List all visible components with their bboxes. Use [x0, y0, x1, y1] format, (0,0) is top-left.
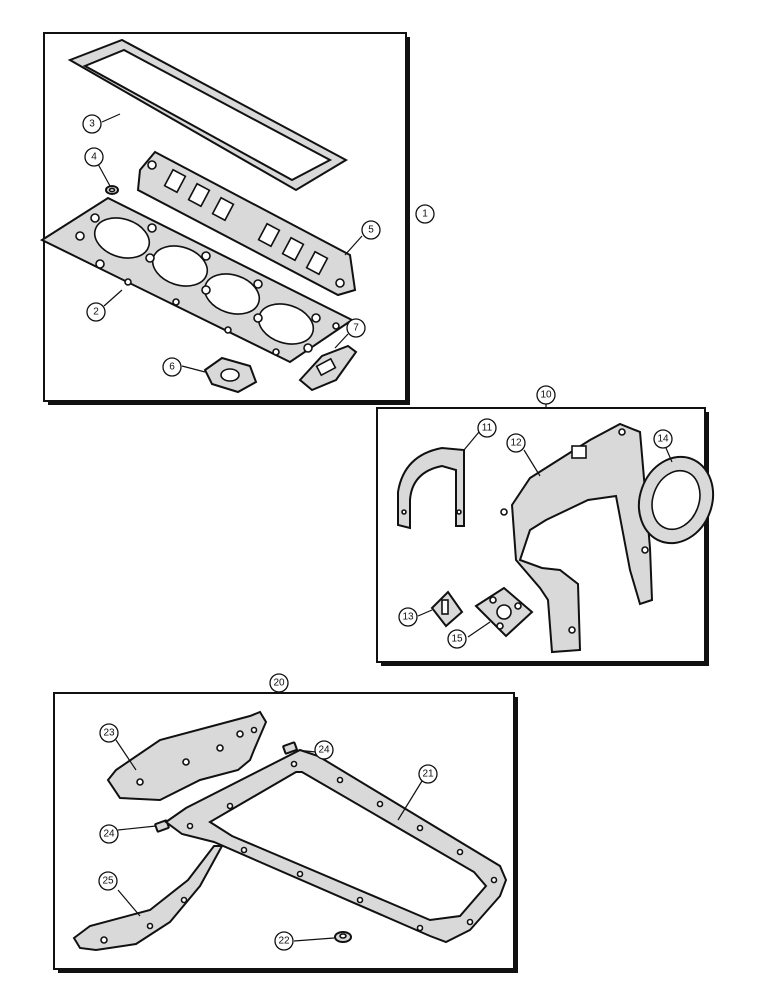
panel-timing-cover-gasket-set: 10 [376, 385, 715, 666]
side-rail-gasket [106, 710, 268, 802]
small-plate-gasket [430, 590, 464, 628]
panel-oil-pan-gasket-set: 20 [53, 673, 518, 973]
manifold-gasket [136, 150, 357, 297]
callout-14: 14 [653, 429, 673, 449]
callout-10: 10 [536, 385, 556, 405]
drain-plug-grommet [334, 931, 352, 943]
timing-cover-gasket [500, 422, 654, 654]
svg-text:21: 21 [422, 769, 434, 780]
svg-text:2: 2 [93, 307, 99, 318]
svg-text:20: 20 [273, 678, 285, 689]
svg-text:5: 5 [368, 225, 374, 236]
svg-text:25: 25 [102, 876, 114, 887]
svg-text:6: 6 [169, 362, 175, 373]
svg-text:13: 13 [402, 612, 414, 623]
callout-3: 3 [82, 114, 102, 134]
small-washer [105, 185, 119, 195]
svg-text:23: 23 [103, 728, 115, 739]
round-seal-gasket [637, 455, 715, 545]
callout-25: 25 [98, 871, 118, 891]
callout-4: 4 [84, 147, 104, 167]
callout-5: 5 [361, 220, 381, 240]
svg-text:3: 3 [89, 119, 95, 130]
callout-22: 22 [274, 931, 294, 951]
svg-text:24: 24 [103, 829, 115, 840]
callout-24-lower: 24 [99, 824, 119, 844]
svg-text:12: 12 [510, 438, 522, 449]
valve-cover-gasket [67, 38, 349, 192]
callout-1: 1 [415, 204, 435, 224]
callout-21: 21 [418, 764, 438, 784]
svg-text:22: 22 [278, 936, 290, 947]
callout-6: 6 [162, 357, 182, 377]
end-seal-block-upper [282, 741, 298, 755]
flange-gasket-right [298, 344, 358, 392]
callout-23: 23 [99, 723, 119, 743]
svg-text:11: 11 [482, 423, 493, 434]
svg-text:15: 15 [451, 634, 463, 645]
callout-24-upper: 24 [314, 740, 334, 760]
panel-upper-gasket-set: 1 2 3 4 5 6 7 [39, 32, 435, 405]
callout-11: 11 [477, 418, 497, 438]
svg-text:14: 14 [657, 434, 669, 445]
oil-pan-gasket [164, 748, 508, 944]
curved-end-seal [72, 845, 224, 952]
callout-7: 7 [346, 318, 366, 338]
svg-text:4: 4 [91, 152, 97, 163]
square-plate-gasket [474, 586, 534, 638]
flange-gasket-left [203, 356, 258, 394]
svg-text:10: 10 [540, 390, 552, 401]
callout-2: 2 [86, 302, 106, 322]
callout-13: 13 [398, 607, 418, 627]
svg-text:1: 1 [422, 209, 428, 220]
rear-seal-arch-gasket [397, 446, 465, 530]
callout-20: 20 [269, 673, 289, 693]
callout-15: 15 [447, 629, 467, 649]
svg-text:24: 24 [318, 745, 330, 756]
svg-text:7: 7 [353, 323, 359, 334]
cylinder-head-gasket [39, 196, 354, 364]
callout-12: 12 [506, 433, 526, 453]
